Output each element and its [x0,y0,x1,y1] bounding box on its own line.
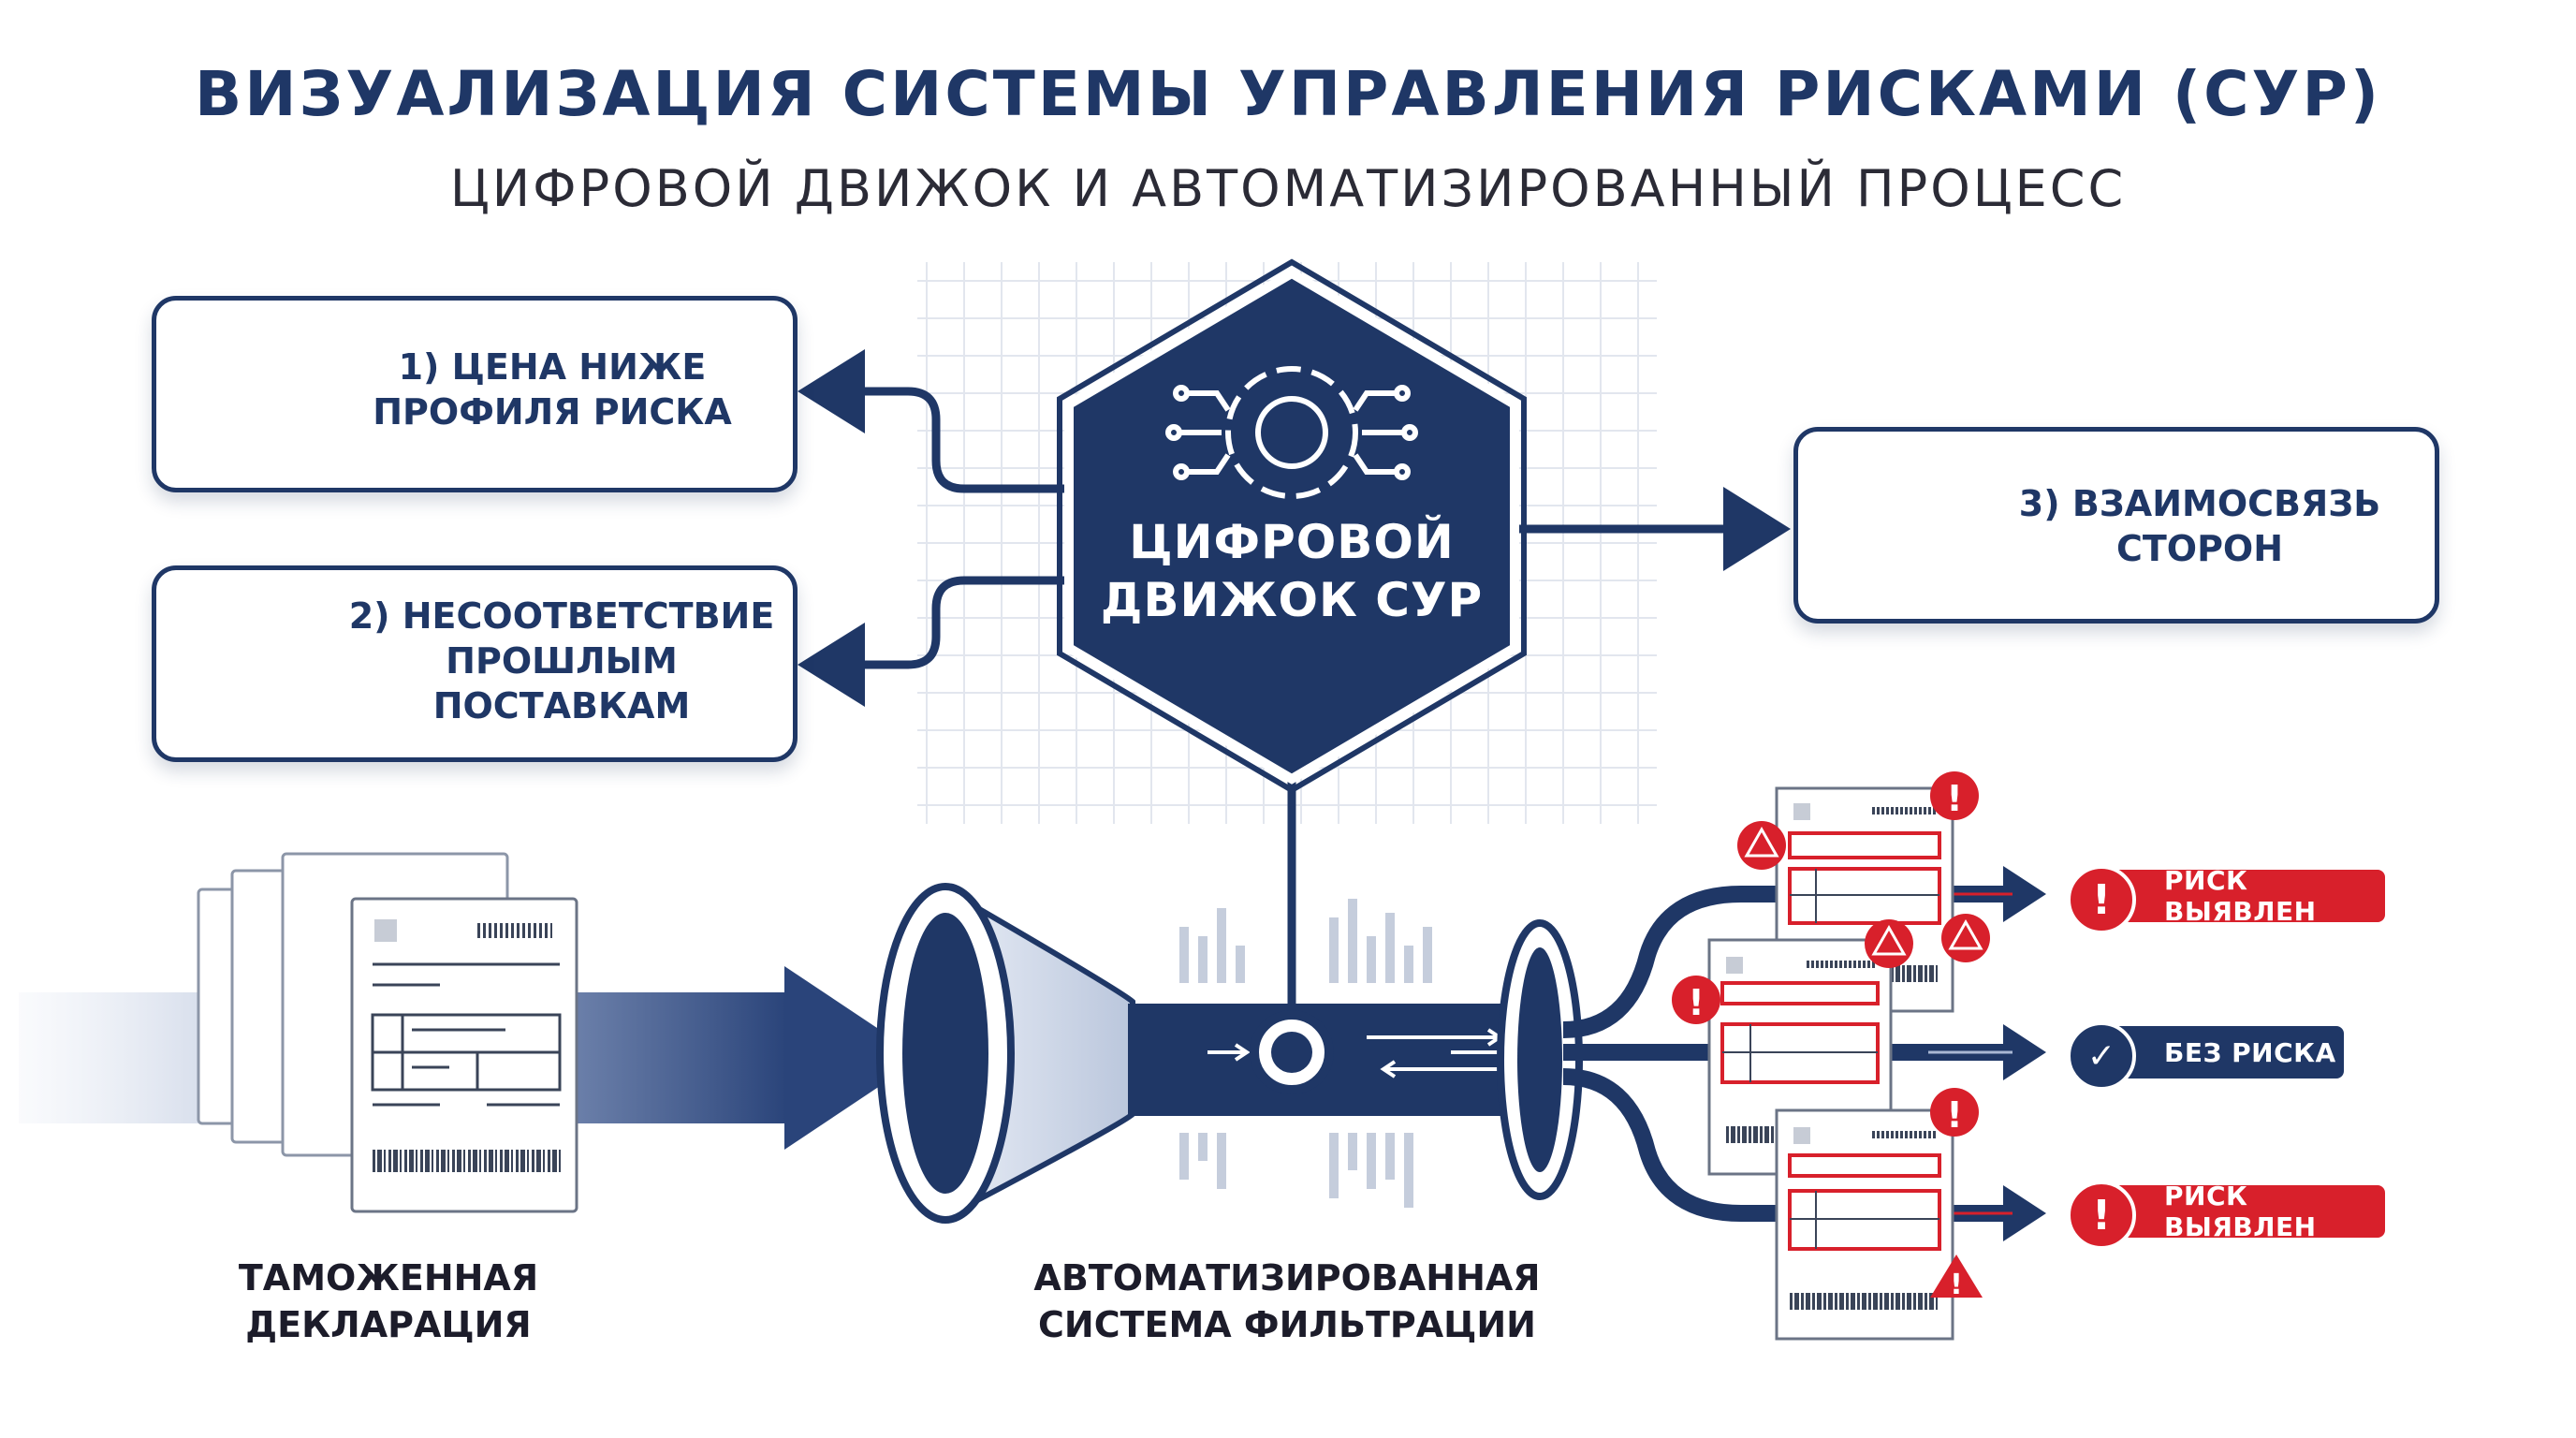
criterion-box-parties [1793,427,2439,624]
filter-funnel [876,883,1540,1224]
document-warning-markers: ! ! ! ! [1672,771,1990,1301]
exclamation-icon: ! [1930,771,1979,820]
page-subtitle: ЦИФРОВОЙ ДВИЖОК И АВТОМАТИЗИРОВАННЫЙ ПРО… [449,159,2127,218]
warning-triangle-icon [1941,914,1990,962]
warning-triangle-icon [1865,919,1913,968]
engine-hexagon [1057,258,1527,794]
pipe-flow-arrows [1208,1028,1544,1078]
exclamation-icon: ! [2067,1181,2136,1250]
exclamation-icon: ! [1930,1088,1979,1137]
svg-text:!: ! [1688,982,1704,1023]
result-badge-label: БЕЗ РИСКА [2164,1036,2336,1068]
result-badge-label: РИСК ВЫЯВЛЕН [2164,865,2317,927]
filter-exit-ring [1497,919,1583,1200]
declaration-documents [197,852,578,1213]
output-document-bottom [1775,1108,1954,1341]
svg-text:!: ! [1946,1094,1962,1136]
page-title: ВИЗУАЛИЗАЦИЯ СИСТЕМЫ УПРАВЛЕНИЯ РИСКАМИ … [195,58,2381,130]
criterion-label-parties: 3) ВЗАИМОСВЯЗЬ СТОРОН [2018,483,2381,569]
data-signal-bars [1179,899,1432,1208]
engine-connectors [798,349,1791,1053]
result-badge-risk-top: РИСК ВЫЯВЛЕН [2087,865,2385,927]
warning-triangle-icon: ! [1930,1255,1983,1301]
svg-text:!: ! [1946,778,1962,819]
engine-junction-node [1250,1010,1334,1094]
engine-label: ЦИФРОВОЙ ДВИЖОК СУР [1100,515,1484,627]
declaration-caption: ТАМОЖЕННАЯ ДЕКЛАРАЦИЯ [238,1257,539,1345]
svg-text:!: ! [1950,1269,1963,1301]
check-icon: ✓ [2067,1021,2136,1091]
criterion-box-price [152,296,798,492]
warning-triangle-icon [1737,821,1786,870]
gear-circuit-icon [1165,366,1418,499]
filter-caption: АВТОМАТИЗИРОВАННАЯ СИСТЕМА ФИЛЬТРАЦИИ [1033,1257,1541,1345]
branch-accent-lines [1947,892,2012,1215]
branch-arrowheads [2003,866,2046,1241]
criterion-label-shipments: 2) НЕСООТВЕТСТВИЕ ПРОШЛЫМ ПОСТАВКАМ [348,595,775,726]
criterion-label-price: 1) ЦЕНА НИЖЕ ПРОФИЛЯ РИСКА [373,346,732,433]
result-badge-label: РИСК ВЫЯВЛЕН [2164,1181,2317,1242]
exclamation-icon: ! [2067,865,2136,934]
criterion-box-shipments [152,565,798,762]
result-badge-risk-bottom: РИСК ВЫЯВЛЕН [2087,1181,2385,1242]
exclamation-icon: ! [1672,976,1720,1024]
